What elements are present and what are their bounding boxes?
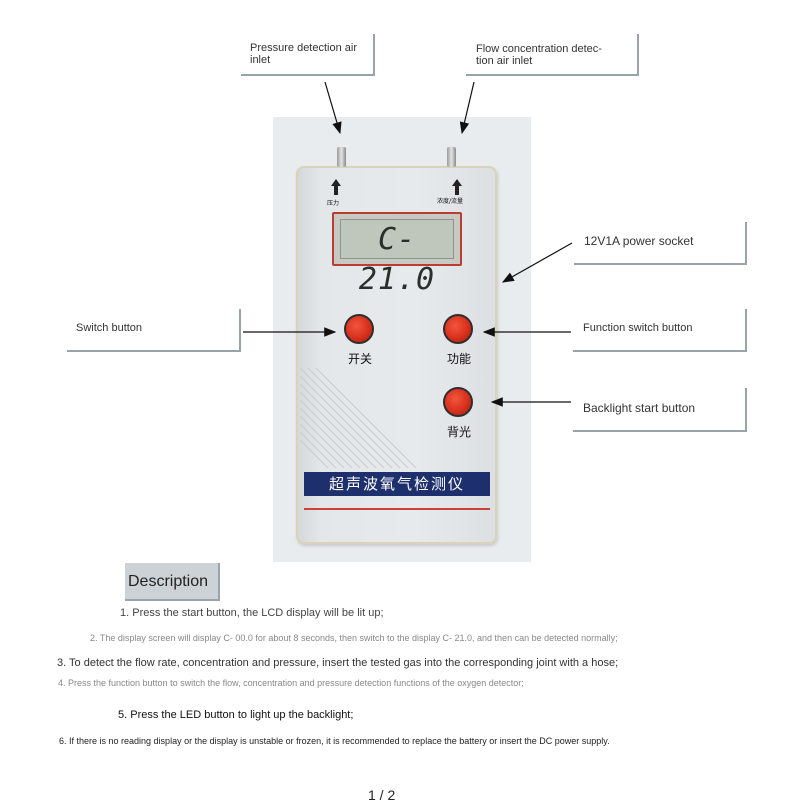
decorative-red-line <box>304 508 490 510</box>
up-arrow-icon <box>331 179 341 195</box>
lcd-frame: C-21.0 <box>332 212 462 297</box>
function-button-label: 功能 <box>446 352 471 366</box>
switch-button-label: 开关 <box>347 352 372 366</box>
step-1: 1. Press the start button, the LCD displ… <box>120 607 384 619</box>
power-socket-arrow <box>501 242 573 283</box>
switch-button[interactable] <box>344 314 374 344</box>
backlight-button-callout: Backlight start button <box>573 388 747 432</box>
power-socket-callout: 12V1A power socket <box>574 222 747 265</box>
flow-inlet-nozzle <box>447 147 456 167</box>
function-switch-button[interactable] <box>443 314 473 344</box>
pressure-inlet-arrow <box>324 81 342 135</box>
function-button-callout: Function switch button <box>573 309 747 352</box>
pressure-inlet-callout: Pressure detection air inlet <box>241 34 375 76</box>
step-4: 4. Press the function button to switch t… <box>58 678 524 688</box>
flow-inlet-arrow <box>459 81 475 135</box>
switch-button-callout: Switch button <box>67 309 241 352</box>
oxygen-detector-device: 压力 浓度/流量 C-21.0 开关 功能 背光 超声波氧气检测仪 <box>296 166 497 544</box>
description-title: Description <box>125 563 220 601</box>
decorative-stripes <box>300 368 420 468</box>
backlight-start-button[interactable] <box>443 387 473 417</box>
step-6: 6. If there is no reading display or the… <box>59 736 610 746</box>
step-3: 3. To detect the flow rate, concentratio… <box>57 657 619 669</box>
pressure-inlet-nozzle <box>337 147 346 167</box>
step-2: 2. The display screen will display C- 00… <box>90 633 618 643</box>
step-5: 5. Press the LED button to light up the … <box>118 709 354 721</box>
page-number: 1 / 2 <box>368 787 396 803</box>
up-arrow-icon <box>452 179 462 195</box>
product-name-band: 超声波氧气检测仪 <box>304 472 490 496</box>
pressure-port-label: 压力 <box>327 200 340 207</box>
flow-inlet-callout: Flow concentration detec-tion air inlet <box>466 34 639 76</box>
lcd-display: C-21.0 <box>340 219 454 297</box>
backlight-button-label: 背光 <box>446 425 471 439</box>
flow-port-label: 浓度/流量 <box>437 198 464 205</box>
